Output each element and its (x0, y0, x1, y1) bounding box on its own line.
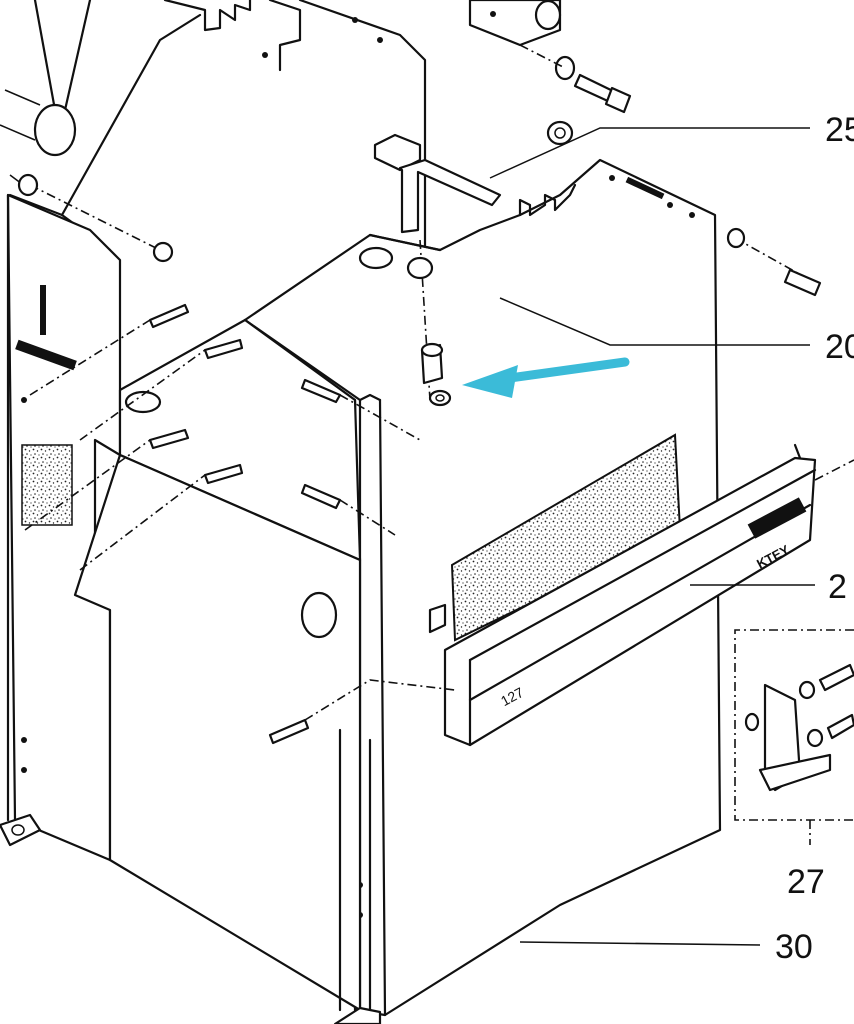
side-bolts (24, 303, 456, 745)
detail-box-27 (734, 629, 854, 845)
rear-left-panel (0, 0, 202, 862)
upper-rear-bracket (163, 0, 427, 252)
callout-30: 30 (775, 928, 813, 966)
callout-leaders (489, 127, 815, 946)
front-name-plate: KTEY 127 (443, 443, 817, 747)
highlight-arrow (462, 357, 630, 398)
callout-27: 27 (787, 863, 825, 901)
nut-25 (546, 120, 574, 146)
callout-2: 2 (828, 568, 847, 606)
callout-20: 20 (825, 328, 854, 366)
upper-bolt (519, 44, 632, 114)
callout-25: 25 (825, 111, 854, 149)
spacer-and-washer (406, 256, 452, 407)
cabinet-left-body (73, 318, 372, 1012)
handle-key (373, 133, 502, 234)
cabinet-feet (0, 813, 382, 1024)
valve-block (468, 0, 562, 47)
